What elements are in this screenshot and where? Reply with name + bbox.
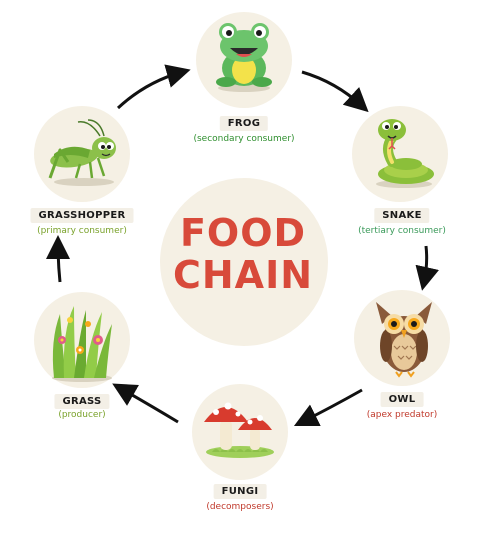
arrow-snake-to-owl — [415, 245, 439, 291]
arrow-frog-to-snake — [301, 70, 369, 113]
owl-name-label: OWL — [380, 392, 424, 407]
fungi-node-circle — [192, 384, 288, 480]
owl-role-label: (apex predator) — [366, 410, 438, 420]
arrow-grasshopper-to-frog — [116, 64, 191, 110]
snake-name-label: SNAKE — [374, 208, 430, 223]
grasshopper-role-label: (primary consumer) — [37, 226, 127, 236]
grass-name-label: GRASS — [54, 394, 110, 409]
title-line-2: CHAIN — [172, 253, 314, 297]
diagram-title: FOOD CHAIN — [158, 212, 328, 296]
grasshopper-icon — [48, 119, 116, 186]
frog-name-label: FROG — [219, 116, 269, 131]
center-circle — [160, 178, 328, 346]
grass-icon — [52, 306, 112, 382]
grasshopper-name-label: GRASSHOPPER — [30, 208, 134, 223]
snake-role-label: (tertiary consumer) — [358, 226, 446, 236]
frog-role-label: (secondary consumer) — [193, 134, 295, 144]
arrow-owl-to-fungi — [293, 388, 363, 427]
owl-icon — [376, 302, 432, 378]
snake-icon — [376, 119, 434, 188]
arrow-grass-to-grasshopper — [46, 235, 71, 283]
fungi-role-label: (decomposers) — [206, 502, 274, 512]
frog-icon — [216, 23, 272, 92]
arrow-fungi-to-grass — [112, 383, 179, 424]
title-line-1: FOOD — [179, 211, 307, 255]
mushroom-icon — [204, 402, 274, 458]
grass-role-label: (producer) — [58, 410, 106, 420]
fungi-name-label: FUNGI — [213, 484, 267, 499]
